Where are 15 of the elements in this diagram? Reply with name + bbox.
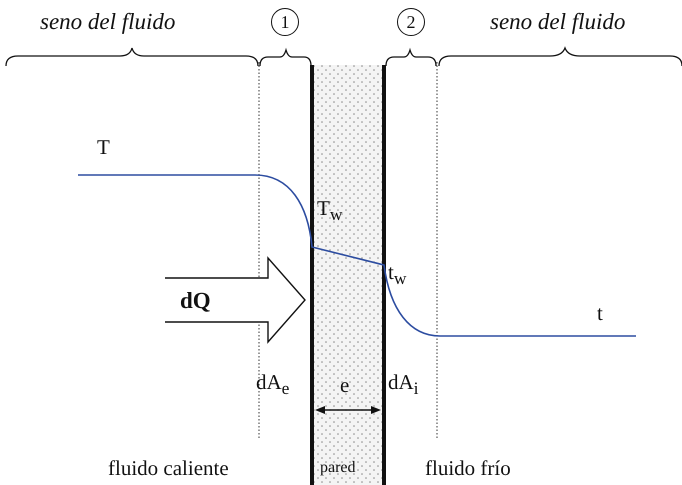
- thickness-label: e: [340, 375, 350, 396]
- region-label: fluido frío: [425, 458, 511, 479]
- temperature-label: t: [597, 303, 603, 324]
- zone-number: 1: [271, 8, 299, 36]
- temperature-label: T: [97, 137, 110, 158]
- region-label: seno del fluido: [40, 10, 176, 33]
- heat-flux-label: dQ: [180, 289, 211, 312]
- area-label: dA$_{i}$: [388, 372, 419, 398]
- temperature-label: t$_{w}$: [388, 262, 406, 288]
- region-label: fluido caliente: [108, 458, 229, 479]
- wall-label: pared: [320, 460, 356, 476]
- temperature-label: T$_{w}$: [317, 198, 342, 224]
- area-label: dA$_{e}$: [256, 372, 290, 398]
- zone-number: 2: [397, 8, 425, 36]
- region-label: seno del fluido: [490, 10, 626, 33]
